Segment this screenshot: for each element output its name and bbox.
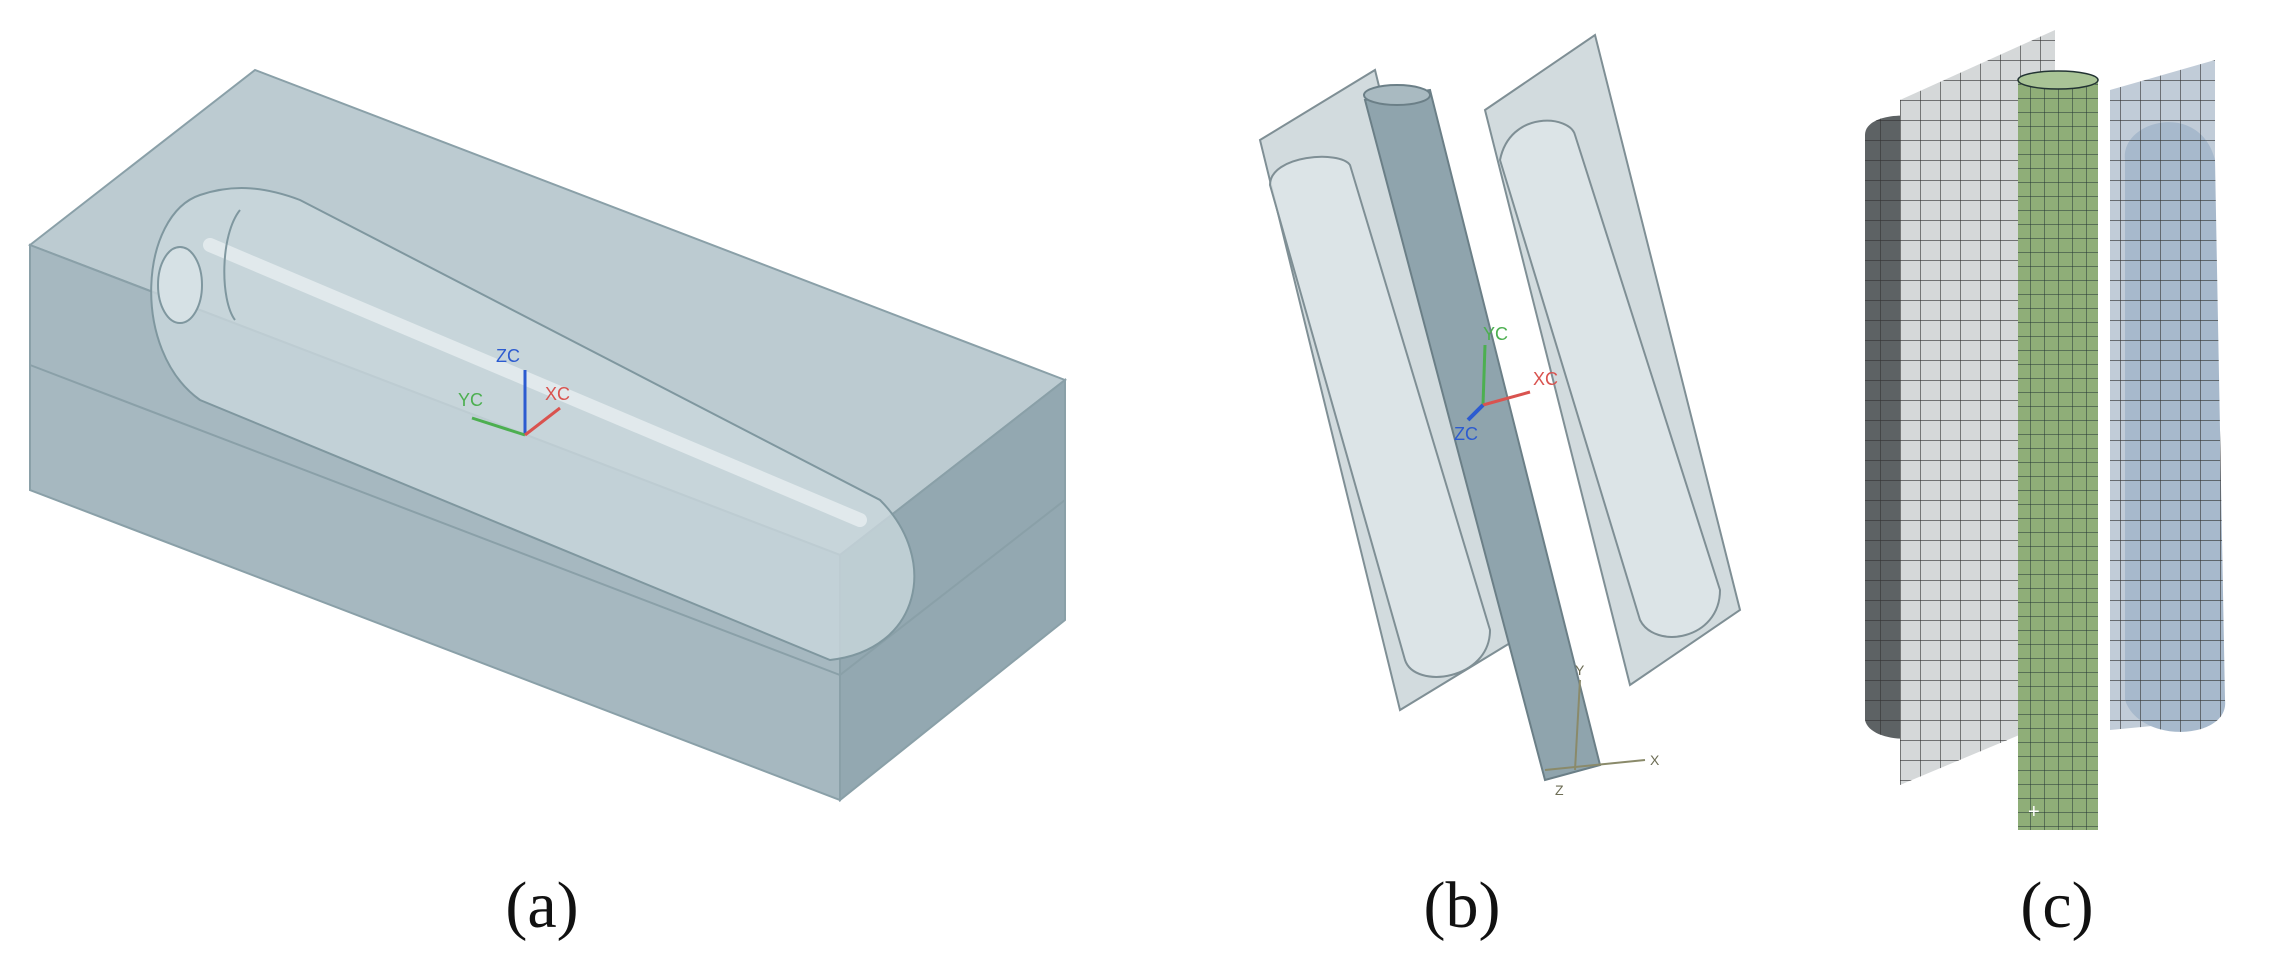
b-axis-x-label: XC	[1533, 369, 1558, 389]
right-tank	[1498, 119, 1722, 638]
tank-neck-edge	[223, 209, 241, 321]
axis-z-label: ZC	[496, 346, 520, 366]
mesh-pipe-top	[2017, 70, 2099, 90]
b-axis-z-label: ZC	[1454, 424, 1478, 444]
axis-x-line	[524, 406, 561, 437]
left-tank	[1268, 155, 1492, 678]
world-x-line	[1544, 759, 1646, 771]
pipe-top	[1363, 84, 1431, 106]
assembly-drawing: YC XC ZC X Y Z	[1258, 33, 1742, 798]
b-axis-y-line	[1481, 344, 1487, 406]
block-side-face	[839, 377, 1066, 803]
axis-x-label: XC	[545, 384, 570, 404]
world-x-label: X	[1650, 752, 1660, 768]
world-z-label: Z	[1555, 782, 1564, 798]
b-axis-z-line	[1466, 403, 1485, 422]
caption-c: (c)	[2020, 869, 2094, 942]
tank-highlight	[203, 238, 867, 527]
caption-b: (b)	[1423, 869, 1501, 942]
b-axis-y-label: YC	[1483, 324, 1508, 344]
axis-y-label: YC	[458, 390, 483, 410]
origin-marker: +	[2028, 801, 2040, 823]
block-model-drawing: ZC YC XC	[27, 68, 1068, 803]
tank-neck	[157, 246, 203, 324]
panel-b-assembly-model: YC XC ZC X Y Z	[1200, 0, 1760, 979]
block-split-line	[29, 364, 1066, 677]
axis-y-line	[471, 416, 526, 437]
b-axis-x-line	[1482, 390, 1531, 407]
world-y-line	[1574, 679, 1581, 771]
panel-a-block-model: ZC YC XC	[0, 0, 1100, 979]
world-y-label: Y	[1575, 662, 1585, 678]
caption-a: (a)	[505, 869, 579, 942]
panel-c-mesh-model: +	[1820, 0, 2282, 979]
mesh-drawing: +	[1865, 30, 2226, 830]
